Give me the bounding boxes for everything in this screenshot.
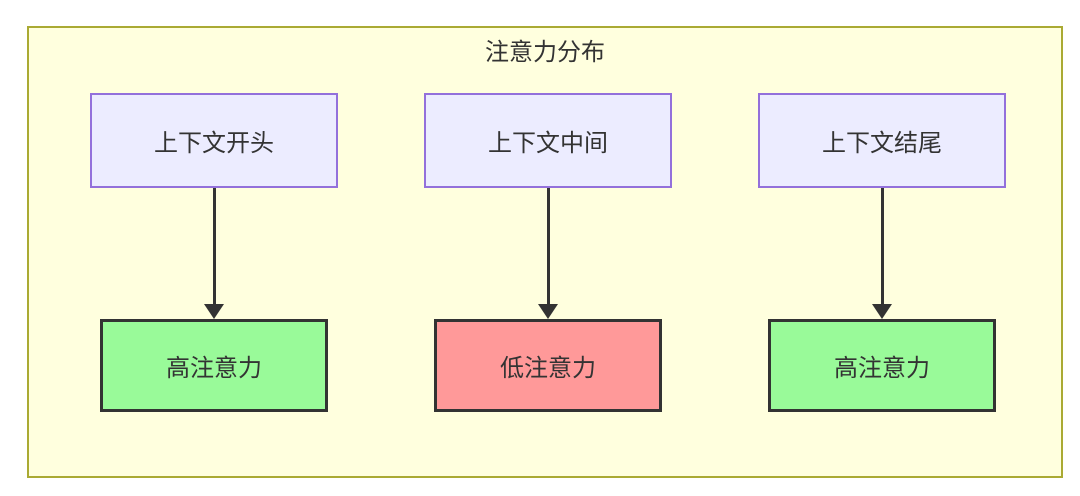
node-high-attention-right: 高注意力 — [768, 319, 996, 412]
node-high-attention-left: 高注意力 — [100, 319, 328, 412]
node-context-middle: 上下文中间 — [424, 93, 672, 188]
node-low-attention: 低注意力 — [434, 319, 662, 412]
diagram-title: 注意力分布 — [485, 39, 605, 66]
node-label: 高注意力 — [166, 355, 262, 382]
arrow-head-icon — [538, 304, 558, 319]
node-label: 上下文开头 — [154, 130, 274, 157]
arrow-head-icon — [872, 304, 892, 319]
arrow-line — [212, 188, 216, 306]
node-label: 上下文结尾 — [822, 130, 942, 157]
node-label: 高注意力 — [834, 355, 930, 382]
node-label: 低注意力 — [500, 355, 596, 382]
arrow-head-icon — [204, 304, 224, 319]
node-context-beginning: 上下文开头 — [90, 93, 338, 188]
arrow-line — [546, 188, 550, 306]
node-context-end: 上下文结尾 — [758, 93, 1006, 188]
arrow-line — [880, 188, 884, 306]
node-label: 上下文中间 — [488, 130, 608, 157]
